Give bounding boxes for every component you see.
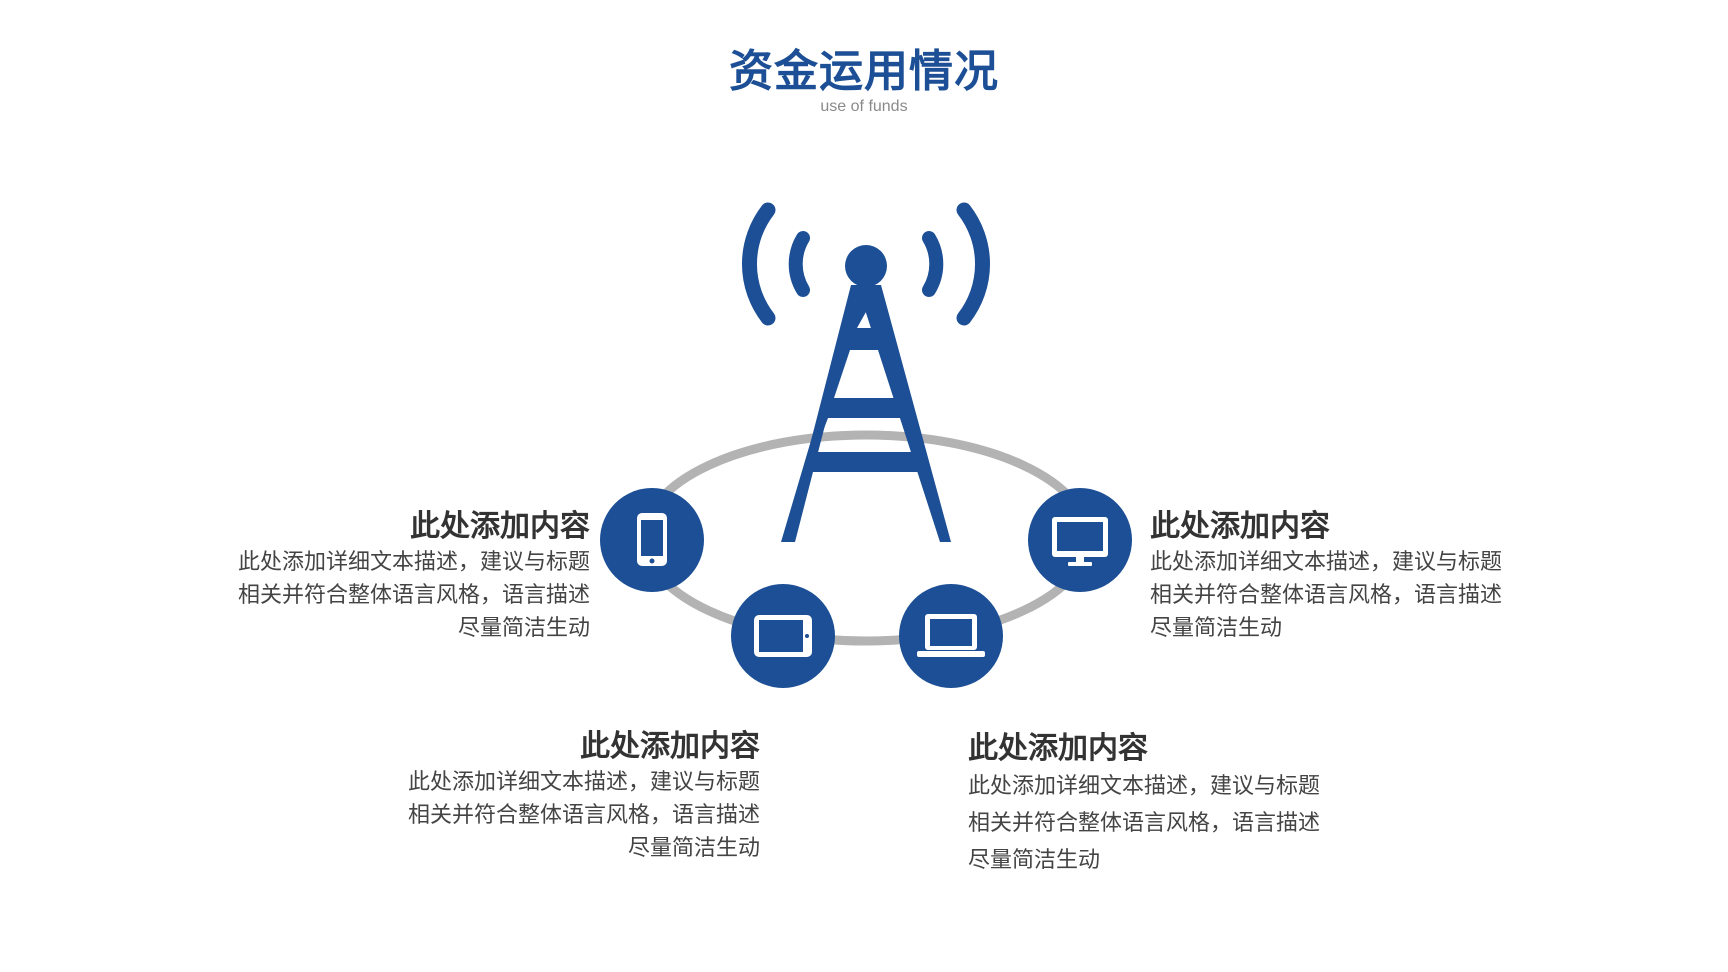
block-text-line: 相关并符合整体语言风格，语言描述 (1150, 583, 1503, 608)
block-text-line: 相关并符合整体语言风格，语言描述 (237, 583, 590, 608)
device-smartphone (600, 488, 704, 592)
signal-tower-icon (781, 245, 951, 542)
content-block-bottom-right: 此处添加内容 此处添加详细文本描述，建议与标题 相关并符合整体语言风格，语言描述… (968, 730, 1388, 879)
block-text-line: 此处添加详细文本描述，建议与标题 (237, 550, 590, 575)
block-heading: 此处添加内容 (1150, 509, 1330, 544)
block-heading: 此处添加内容 (410, 509, 590, 544)
tablet-icon (754, 615, 812, 657)
device-tablet (731, 584, 835, 688)
block-text-line: 此处添加详细文本描述，建议与标题 (968, 774, 1321, 799)
smartphone-icon (637, 513, 667, 566)
device-monitor (1028, 488, 1132, 592)
content-block-left: 此处添加内容 此处添加详细文本描述，建议与标题 相关并符合整体语言风格，语言描述… (170, 508, 590, 645)
block-heading: 此处添加内容 (968, 731, 1148, 766)
block-text-line: 尽量简洁生动 (968, 848, 1101, 873)
block-text-line: 相关并符合整体语言风格，语言描述 (407, 803, 760, 828)
block-text-line: 尽量简洁生动 (1150, 616, 1283, 641)
block-heading: 此处添加内容 (580, 729, 760, 764)
content-block-right: 此处添加内容 此处添加详细文本描述，建议与标题 相关并符合整体语言风格，语言描述… (1150, 508, 1570, 645)
monitor-icon (1052, 517, 1108, 566)
device-laptop (899, 584, 1003, 688)
block-text-line: 尽量简洁生动 (627, 836, 760, 861)
page-subtitle: use of funds (820, 98, 908, 115)
content-block-bottom-left: 此处添加内容 此处添加详细文本描述，建议与标题 相关并符合整体语言风格，语言描述… (350, 728, 760, 865)
block-text-line: 此处添加详细文本描述，建议与标题 (1150, 550, 1503, 575)
page-title: 资金运用情况 (729, 46, 999, 97)
signal-waves-icon (742, 202, 990, 326)
laptop-icon (917, 614, 985, 657)
block-text-line: 相关并符合整体语言风格，语言描述 (968, 811, 1321, 836)
block-text-line: 此处添加详细文本描述，建议与标题 (407, 770, 760, 795)
block-text-line: 尽量简洁生动 (457, 616, 590, 641)
